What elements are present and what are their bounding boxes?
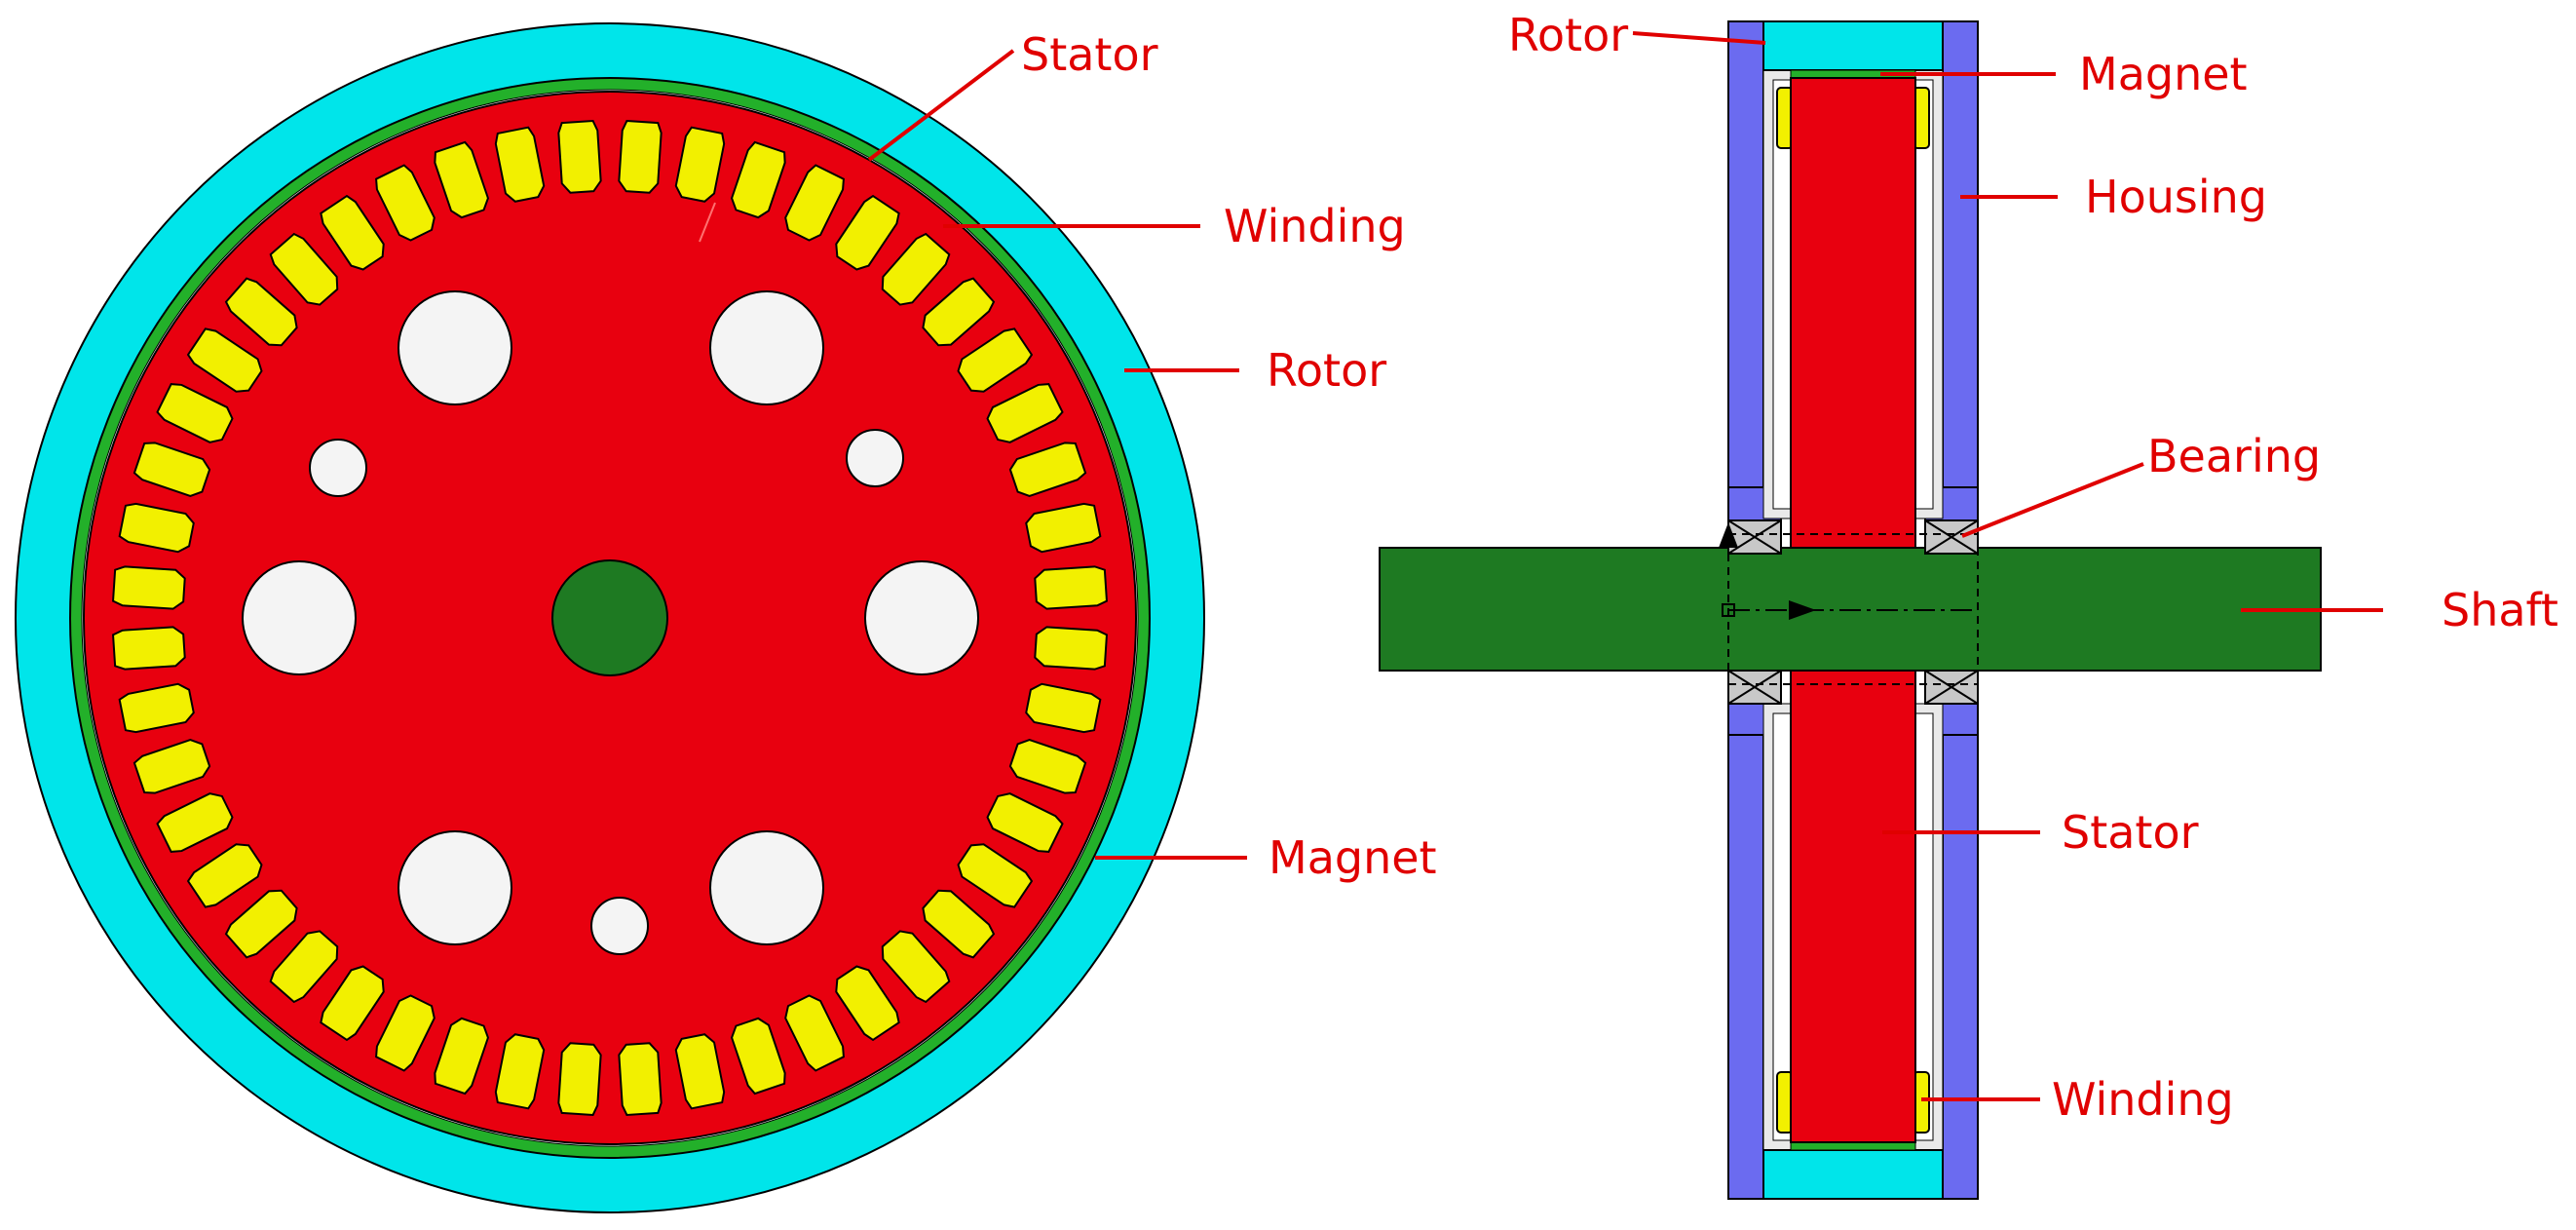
front-view	[15, 22, 1205, 1213]
large-hole	[709, 830, 824, 945]
bearing-leader	[1961, 462, 2144, 538]
winding-slot	[674, 126, 726, 203]
winding-slot	[111, 626, 186, 671]
winding-slot	[922, 889, 996, 959]
winding-slot	[1008, 442, 1087, 497]
winding-slot	[957, 843, 1034, 908]
winding-slot	[434, 1017, 489, 1095]
large-hole	[709, 290, 824, 405]
winding-slot	[133, 442, 211, 497]
axis-markers	[1719, 522, 1979, 692]
winding-slot	[118, 502, 195, 554]
side-rotor-label: Rotor	[1508, 9, 1628, 61]
stator-leader	[867, 49, 1015, 162]
winding-slot	[1034, 565, 1109, 610]
stator-mark	[699, 202, 716, 243]
winding-slot	[557, 119, 602, 194]
bearing-bottom-right	[1924, 670, 1979, 705]
winding-slot	[269, 930, 339, 1004]
winding-slot	[731, 1017, 786, 1095]
small-hole	[309, 439, 367, 497]
small-hole	[846, 429, 904, 487]
rotor-bottom	[1762, 1149, 1944, 1200]
bearing-label: Bearing	[2147, 430, 2321, 482]
small-hole	[590, 897, 649, 955]
side-leaders	[1632, 31, 2383, 1101]
winding-slot	[986, 792, 1064, 853]
winding-slot	[118, 682, 195, 734]
winding-slot	[1008, 739, 1087, 794]
winding-slot	[835, 194, 900, 271]
large-hole	[398, 290, 512, 405]
housing-left	[1727, 20, 1764, 547]
housing-left-lower	[1727, 672, 1764, 1200]
winding-slot	[881, 930, 951, 1004]
bearing-top-left	[1727, 519, 1782, 555]
winding-slot	[835, 965, 900, 1042]
stator-top	[1790, 77, 1916, 555]
winding-slot	[375, 994, 436, 1072]
winding-slot	[557, 1042, 602, 1117]
housing-right	[1942, 20, 1979, 547]
side-view	[1379, 20, 2322, 1200]
side-rotor-leader	[1632, 31, 1766, 45]
large-hole	[398, 830, 512, 945]
winding-slot	[494, 1033, 546, 1110]
bearing-top-right	[1924, 519, 1979, 555]
side-winding-label: Winding	[2052, 1073, 2234, 1126]
winding-slot	[434, 140, 489, 219]
winding-slot	[1034, 626, 1109, 671]
winding-slot	[674, 1033, 726, 1110]
side-magnet-label: Magnet	[2079, 48, 2248, 100]
winding-slot	[375, 164, 436, 242]
winding-slot	[1025, 502, 1102, 554]
winding-slot	[957, 327, 1034, 393]
rotor-label: Rotor	[1267, 344, 1386, 397]
side-stator-label: Stator	[2062, 806, 2199, 859]
winding-slot	[618, 119, 663, 194]
winding-slot	[922, 277, 996, 347]
bearing-bottom-left	[1727, 670, 1782, 705]
housing-label: Housing	[2085, 171, 2267, 223]
winding-slot	[731, 140, 786, 219]
winding-slot	[186, 843, 263, 908]
axis-arrow-right-icon	[1789, 600, 1816, 620]
winding-slot	[881, 232, 951, 306]
winding-slot	[986, 383, 1064, 443]
winding-slot	[133, 739, 211, 794]
axis-arrow-up-icon	[1719, 522, 1738, 548]
winding-slot	[269, 232, 339, 306]
winding-slot	[224, 277, 298, 347]
winding-slot	[494, 126, 546, 203]
shaft-label: Shaft	[2442, 584, 2558, 636]
housing-right-lower	[1942, 672, 1979, 1200]
winding-slot	[784, 994, 845, 1072]
winding-slot	[156, 792, 234, 853]
front-windings	[111, 119, 1109, 1117]
stator-bottom	[1790, 666, 1916, 1143]
stator-label: Stator	[1021, 28, 1158, 81]
front-leaders	[867, 49, 1247, 860]
winding-slot	[320, 965, 385, 1042]
winding-slot	[784, 164, 845, 242]
front-shaft	[551, 559, 668, 676]
winding-slot	[1025, 682, 1102, 734]
winding-slot	[156, 383, 234, 443]
winding-slot	[186, 327, 263, 393]
winding-slot	[618, 1042, 663, 1117]
large-hole	[864, 560, 979, 675]
rotor-top	[1762, 20, 1944, 71]
magnet-label: Magnet	[1269, 831, 1437, 884]
winding-slot	[320, 194, 385, 271]
winding-slot	[111, 565, 186, 610]
winding-label: Winding	[1224, 200, 1406, 252]
large-hole	[242, 560, 357, 675]
magnet-bottom	[1790, 1141, 1916, 1151]
winding-slot	[224, 889, 298, 959]
